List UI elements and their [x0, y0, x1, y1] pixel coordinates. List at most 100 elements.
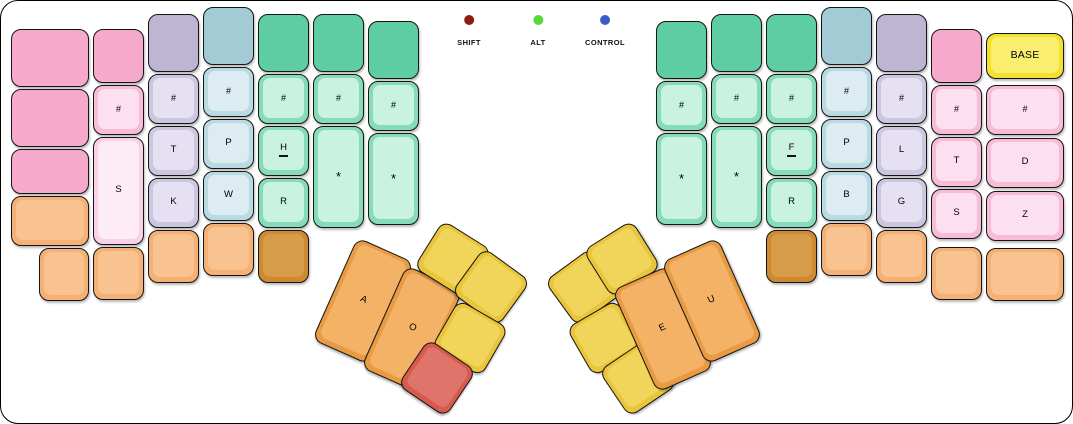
key-label: S [115, 184, 122, 195]
key-blank-left-13[interactable] [258, 230, 309, 283]
key-label: Z [1022, 209, 1028, 220]
key-star-left-2[interactable]: * [368, 133, 419, 225]
key-number-bar-6[interactable]: # [368, 81, 419, 131]
keycap-top [98, 251, 139, 294]
keycap-top: BASE [991, 37, 1059, 73]
key-z-right[interactable]: Z [986, 191, 1064, 241]
keycap-top [16, 200, 84, 240]
key-blank-left-2[interactable] [11, 89, 89, 147]
keycap-top [16, 33, 84, 81]
key-label: # [898, 93, 904, 103]
key-label: K [170, 196, 177, 207]
keycap-top: # [881, 78, 922, 118]
key-number-bar-8[interactable]: # [711, 74, 762, 124]
key-blank-left-10[interactable] [203, 7, 254, 65]
key-label: L [898, 144, 905, 155]
key-blank-right-8[interactable] [876, 230, 927, 283]
keycap-top: R [263, 182, 304, 222]
key-blank-left-9[interactable] [148, 230, 199, 283]
key-blank-left-5[interactable] [39, 248, 89, 301]
key-blank-left-1[interactable] [11, 29, 89, 87]
key-label: # [788, 93, 794, 103]
keycap-top [373, 25, 414, 73]
key-blank-right-7[interactable] [876, 14, 927, 72]
key-blank-left-8[interactable] [148, 14, 199, 72]
key-k-left[interactable]: K [148, 178, 199, 228]
key-p-left[interactable]: P [203, 119, 254, 169]
keycap-top: P [208, 123, 249, 163]
key-blank-left-6[interactable] [93, 29, 144, 83]
keycap-top [263, 18, 304, 66]
key-base-layer[interactable]: BASE [986, 33, 1064, 79]
key-blank-left-7[interactable] [93, 247, 144, 300]
key-blank-right-5[interactable] [821, 7, 872, 65]
key-number-bar-5[interactable]: # [313, 74, 364, 124]
key-r-right[interactable]: R [766, 178, 817, 228]
shift-indicator-dot [463, 15, 474, 25]
keycap-top [936, 33, 977, 77]
key-number-bar-4[interactable]: # [258, 74, 309, 124]
keycap-top: # [716, 78, 757, 118]
key-star-right-2[interactable]: * [711, 126, 762, 228]
keycap-top: # [153, 78, 194, 118]
key-blank-right-9[interactable] [931, 29, 982, 83]
key-h-left[interactable]: H [258, 126, 309, 176]
keycap-top: K [153, 182, 194, 222]
shift-indicator: SHIFT [457, 15, 481, 47]
key-t-left[interactable]: T [148, 126, 199, 176]
keycap-top: # [936, 89, 977, 129]
key-label: * [678, 170, 685, 186]
key-g-right[interactable]: G [876, 178, 927, 228]
key-star-left-1[interactable]: * [313, 126, 364, 228]
key-blank-right-2[interactable] [711, 14, 762, 72]
key-p-right[interactable]: P [821, 119, 872, 169]
key-blank-right-6[interactable] [821, 223, 872, 276]
key-blank-left-4[interactable] [11, 196, 89, 246]
control-indicator-label: CONTROL [585, 38, 625, 47]
key-d-right[interactable]: D [986, 138, 1064, 188]
key-label: * [733, 168, 740, 184]
key-f-right[interactable]: F [766, 126, 817, 176]
alt-indicator-label: ALT [530, 38, 546, 47]
key-blank-left-12[interactable] [258, 14, 309, 72]
key-number-bar-13[interactable]: # [986, 85, 1064, 135]
key-blank-left-11[interactable] [203, 223, 254, 276]
key-label: B [843, 189, 850, 200]
key-r-left[interactable]: R [258, 178, 309, 228]
key-w-left[interactable]: W [203, 171, 254, 221]
key-blank-right-1[interactable] [656, 21, 707, 79]
key-number-bar-10[interactable]: # [821, 67, 872, 117]
key-label: * [390, 170, 397, 186]
key-label: # [335, 93, 341, 103]
key-label: # [170, 93, 176, 103]
key-l-right[interactable]: L [876, 126, 927, 176]
key-s-left[interactable]: S [93, 137, 144, 245]
key-star-right-1[interactable]: * [656, 133, 707, 225]
key-b-right[interactable]: B [821, 171, 872, 221]
keycap-top [936, 251, 977, 294]
key-t-right[interactable]: T [931, 137, 982, 187]
keycap-top: T [153, 130, 194, 170]
key-number-bar-7[interactable]: # [656, 81, 707, 131]
keycap-top: * [318, 130, 359, 222]
key-number-bar-3[interactable]: # [203, 67, 254, 117]
key-blank-right-4[interactable] [766, 230, 817, 283]
keycap-top: # [991, 89, 1059, 129]
keycap-top: G [881, 182, 922, 222]
key-number-bar-12[interactable]: # [931, 85, 982, 135]
key-blank-left-14[interactable] [313, 14, 364, 72]
keycap-top [771, 234, 812, 277]
key-blank-right-11[interactable] [986, 248, 1064, 301]
key-blank-left-3[interactable] [11, 149, 89, 194]
key-number-bar-9[interactable]: # [766, 74, 817, 124]
key-blank-left-15[interactable] [368, 21, 419, 79]
key-number-bar-11[interactable]: # [876, 74, 927, 124]
key-number-bar-2[interactable]: # [148, 74, 199, 124]
key-blank-right-10[interactable] [931, 247, 982, 300]
key-blank-right-3[interactable] [766, 14, 817, 72]
home-position-marker [787, 155, 796, 157]
key-s-right[interactable]: S [931, 189, 982, 239]
key-label: # [843, 86, 849, 96]
keycap-top: S [98, 141, 139, 239]
key-number-bar-1[interactable]: # [93, 85, 144, 135]
